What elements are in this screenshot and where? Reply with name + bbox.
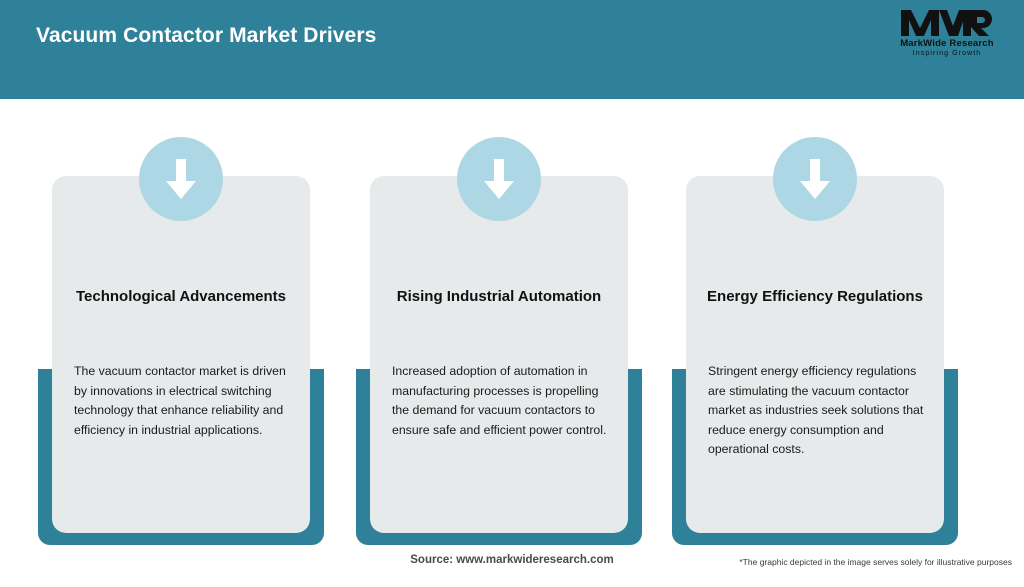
down-arrow-glyph: [800, 159, 830, 199]
down-arrow-icon: [457, 137, 541, 221]
company-logo: MarkWide Research Inspiring Growth: [888, 8, 1006, 64]
card-description: Stringent energy efficiency regulations …: [708, 364, 924, 456]
card-body: Rising Industrial Automation Increased a…: [370, 176, 628, 533]
driver-card-3: Energy Efficiency Regulations Stringent …: [672, 137, 958, 587]
card-description: Increased adoption of automation in manu…: [392, 364, 607, 437]
down-arrow-icon: [773, 137, 857, 221]
drivers-card-group: Technological Advancements The vacuum co…: [0, 99, 1024, 576]
disclaimer-note: *The graphic depicted in the image serve…: [739, 557, 1012, 567]
driver-card-1: Technological Advancements The vacuum co…: [38, 137, 324, 587]
card-description: The vacuum contactor market is driven by…: [74, 364, 286, 437]
driver-card-2: Rising Industrial Automation Increased a…: [356, 137, 642, 587]
page-title: Vacuum Contactor Market Drivers: [36, 24, 377, 47]
page-header: Vacuum Contactor Market Drivers MarkWide…: [0, 0, 1024, 99]
down-arrow-icon: [139, 137, 223, 221]
down-arrow-glyph: [484, 159, 514, 199]
mwr-logomark-icon: [901, 10, 992, 36]
card-title: Technological Advancements: [75, 288, 287, 305]
logo-company-name: MarkWide Research: [900, 38, 994, 49]
card-title: Energy Efficiency Regulations: [707, 288, 923, 305]
logo-tagline: Inspiring Growth: [912, 50, 982, 57]
source-label: Source: www.markwideresearch.com: [410, 554, 614, 566]
card-title: Rising Industrial Automation: [396, 288, 602, 305]
card-body: Energy Efficiency Regulations Stringent …: [686, 176, 944, 533]
card-body: Technological Advancements The vacuum co…: [52, 176, 310, 533]
down-arrow-glyph: [166, 159, 196, 199]
